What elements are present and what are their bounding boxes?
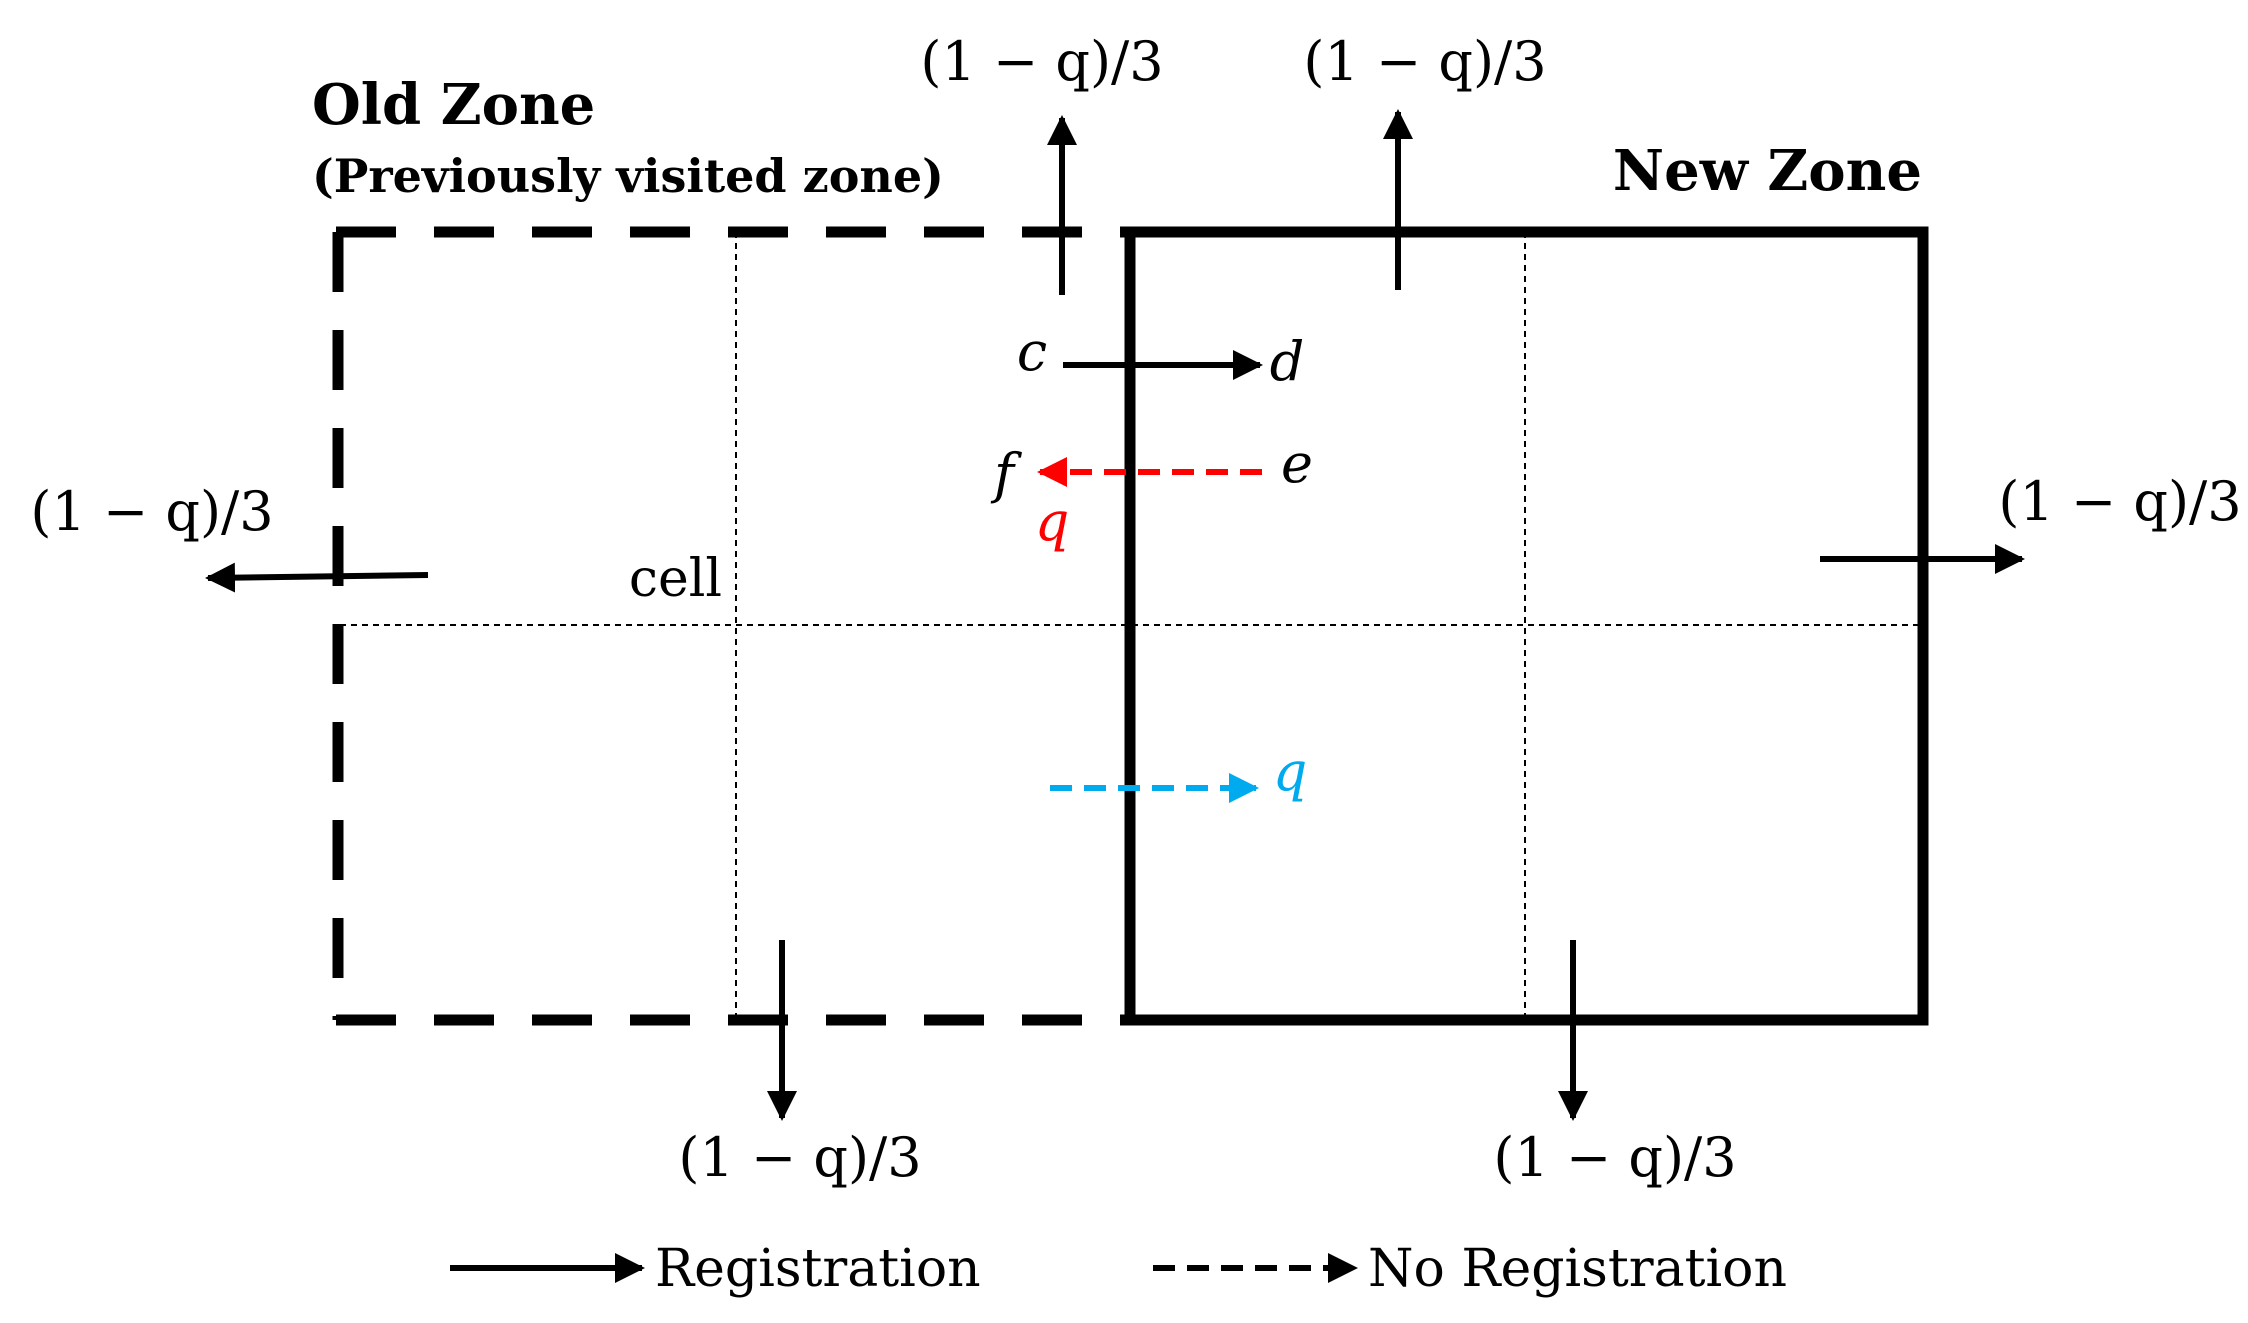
arrow-old-left-out	[205, 562, 429, 593]
point-label-e: e	[1281, 432, 1313, 495]
point-label-f: f	[990, 442, 1022, 505]
point-label-d: d	[1270, 330, 1305, 393]
cell-grid	[340, 232, 1918, 1020]
point-label-c: c	[1017, 320, 1047, 383]
new-zone-title: New Zone	[1613, 138, 1922, 204]
prob-label-left: (1 − q)/3	[30, 480, 273, 543]
prob-label-new-top: (1 − q)/3	[1303, 30, 1546, 93]
prob-label-old-bottom: (1 − q)/3	[678, 1126, 921, 1189]
q-label-blue: q	[1273, 740, 1308, 803]
legend: Registration No Registration	[450, 1239, 1787, 1299]
exit-arrows	[205, 109, 2025, 1121]
old-zone-boundary	[332, 226, 1128, 1026]
old-zone-subtitle: (Previously visited zone)	[312, 149, 944, 203]
prob-label-new-bottom: (1 − q)/3	[1493, 1126, 1736, 1189]
probability-labels: (1 − q)/3 (1 − q)/3 (1 − q)/3 (1 − q)/3 …	[30, 30, 2241, 1189]
legend-no-registration-label: No Registration	[1368, 1239, 1787, 1299]
prob-label-right: (1 − q)/3	[1998, 470, 2241, 533]
legend-registration-label: Registration	[655, 1239, 981, 1299]
q-label-red: q	[1035, 490, 1070, 553]
prob-label-old-top: (1 − q)/3	[920, 30, 1163, 93]
cell-label: cell	[629, 549, 722, 609]
new-zone-boundary	[1124, 226, 1929, 1026]
old-zone-title: Old Zone	[312, 72, 595, 138]
